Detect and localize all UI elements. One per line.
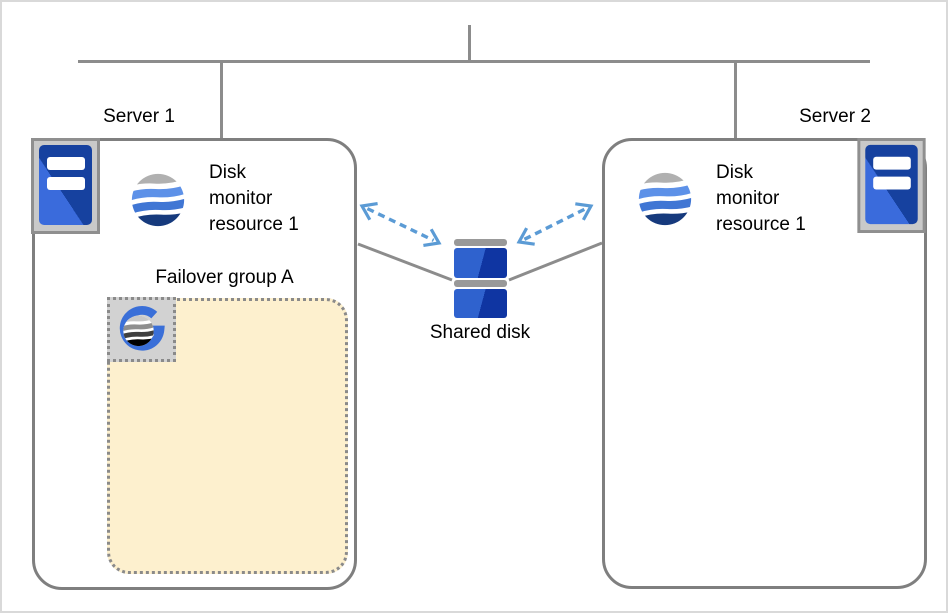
shared-disk-label: Shared disk (429, 322, 531, 343)
server1-disk-monitor-arrow (359, 201, 442, 248)
shared-disk-unit-1 (454, 248, 507, 278)
server2-disk-monitor-wave-icon (637, 171, 693, 227)
server2-server-icon (857, 138, 926, 233)
shared-disk-unit-2 (454, 289, 507, 318)
server2-label: Server 2 (799, 106, 871, 127)
shared-disk-top-bar (454, 239, 507, 246)
server1-disk-monitor-label: Disk monitor resource 1 (209, 162, 299, 235)
server1-disk-link-line (357, 242, 453, 282)
server1-label: Server 1 (103, 106, 175, 127)
server1-disk-monitor-wave-icon (130, 172, 186, 228)
server2-disk-monitor-arrow (516, 202, 594, 246)
monitor-arrows (359, 201, 594, 248)
group-g-icon (107, 297, 176, 362)
server2-disk-link-line (508, 241, 603, 282)
shared-disk-middle-bar (454, 280, 507, 287)
server1-server-icon (31, 138, 100, 234)
failover-group-label: Failover group A (155, 267, 294, 288)
server2-disk-monitor-label: Disk monitor resource 1 (716, 162, 806, 235)
